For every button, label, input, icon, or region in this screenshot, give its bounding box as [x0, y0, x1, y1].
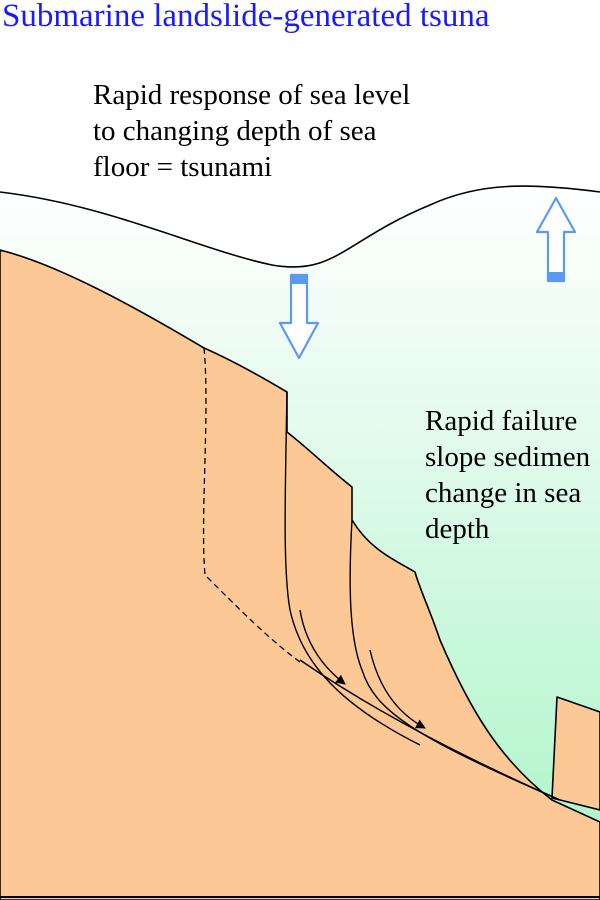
slide-direction-arrow-icon [299, 609, 346, 685]
sea-level-caption-line: to changing depth of sea [93, 115, 377, 147]
sea-level-caption-line: Rapid response of sea level [93, 79, 411, 111]
sea-level-fall-arrow-cap [291, 275, 307, 284]
basal-slide-plane [299, 659, 561, 801]
slope-failure-caption-line: change in sea [425, 477, 582, 509]
slope-failure-caption-line: slope sedimen [425, 441, 591, 473]
sea-level-caption: Rapid response of sea level to changing … [93, 77, 410, 185]
slope-failure-caption: Rapid failure slope sedimen change in se… [425, 403, 590, 547]
slip-surface-lower [349, 519, 561, 801]
slip-surface-upper [284, 391, 421, 746]
diagram-title: Submarine landslide-generated tsuna [2, 0, 490, 34]
slope-failure-caption-line: depth [425, 513, 490, 545]
sea-level-caption-line: floor = tsunami [93, 151, 273, 183]
sea-level-rise-arrow-cap [548, 272, 564, 281]
slope-failure-caption-line: Rapid failure [425, 405, 578, 437]
sea-water [0, 186, 600, 823]
slide-block-right [551, 696, 600, 811]
sea-surface-line [0, 185, 600, 268]
incipient-failure-dashed-line [202, 347, 301, 663]
slide-direction-arrow-icon [369, 649, 426, 729]
